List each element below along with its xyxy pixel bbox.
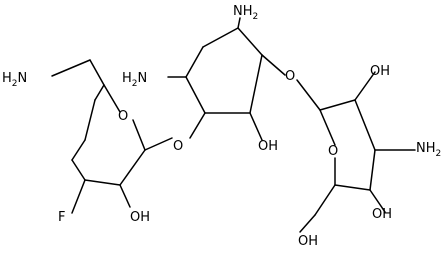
oh-left-label: OH	[130, 210, 150, 225]
o-link-right-label: O	[285, 69, 295, 84]
nh2-right-label: NH2	[416, 141, 441, 159]
oh-right-bottom-label: OH	[372, 207, 392, 222]
o-link-left-label: O	[173, 139, 183, 154]
nh2-aminomethyl-label: H2N	[2, 71, 27, 89]
atom-labels: NH2 H2N H2N O OH O O OH O NH2 F OH OH OH	[2, 4, 441, 249]
central-ring	[167, 17, 286, 141]
left-ring	[51, 59, 173, 214]
oh-right-top-label: OH	[370, 64, 390, 79]
nh2-top-label: NH2	[233, 4, 258, 22]
nh2-left-label: H2N	[122, 71, 147, 89]
right-ring	[296, 71, 416, 233]
o-ring-right-label: O	[328, 144, 338, 159]
oh-center-label: OH	[258, 139, 278, 154]
o-ring-left-label: O	[118, 109, 128, 124]
f-left-label: F	[58, 210, 65, 225]
oh-bottom-label: OH	[298, 234, 318, 249]
